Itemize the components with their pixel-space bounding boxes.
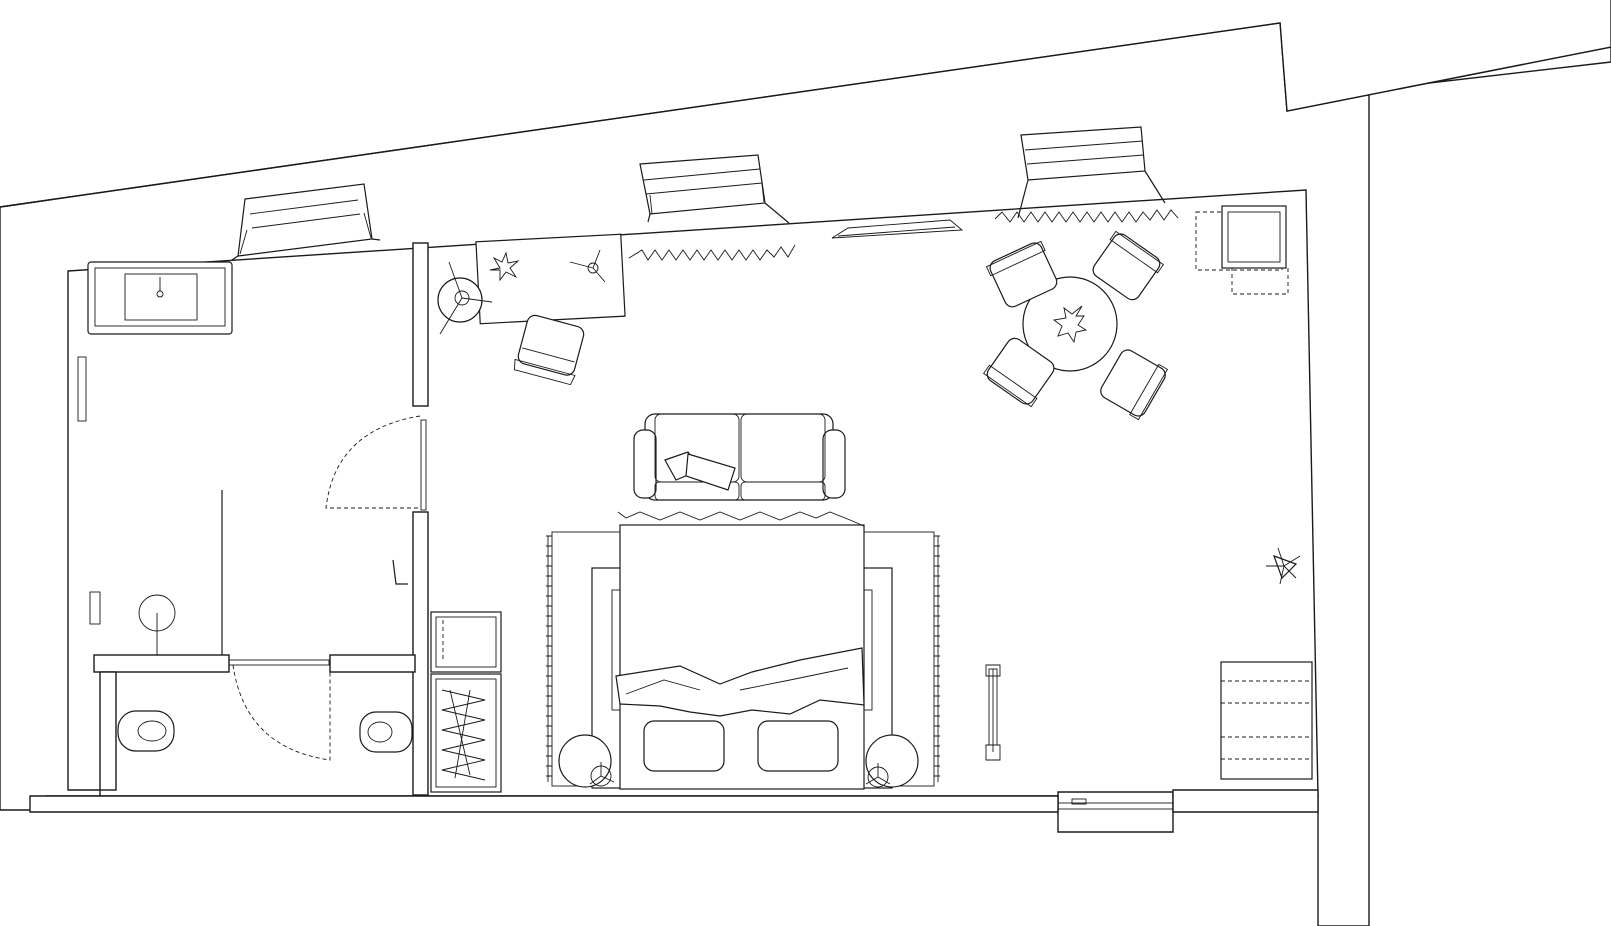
dining-chair <box>985 240 1058 308</box>
partition-walls <box>93 242 429 796</box>
desk-area <box>437 233 626 386</box>
bathroom <box>77 261 413 753</box>
desk-lamp <box>569 249 606 283</box>
bedside-tables <box>558 734 919 788</box>
dining-set <box>982 230 1169 421</box>
side-table <box>1195 205 1289 295</box>
pillow <box>643 720 725 772</box>
wall-shelf <box>831 219 964 239</box>
sink-vanity <box>87 261 233 335</box>
dining-chair <box>982 337 1055 408</box>
bathroom-door <box>228 659 330 666</box>
entry-door-threshold <box>1057 802 1174 810</box>
mirror <box>77 356 87 422</box>
bottom-wall <box>29 789 1319 813</box>
sink-basin <box>124 273 198 321</box>
flower-vase <box>1052 305 1088 344</box>
floor-lamp <box>1266 547 1301 585</box>
towel-rail <box>392 559 408 585</box>
radiators <box>628 209 1179 261</box>
dining-chair <box>1100 349 1169 421</box>
door-swings <box>232 415 421 761</box>
dining-chair <box>1092 230 1165 301</box>
flower-vase <box>489 251 520 282</box>
wardrobe <box>430 611 502 793</box>
dining-table <box>1022 276 1118 372</box>
duvet-fold <box>615 647 865 717</box>
floor-lamp-desk <box>437 261 493 335</box>
pillow <box>757 720 839 772</box>
luggage-rack <box>1220 661 1313 780</box>
double-bed <box>558 511 919 790</box>
cushion <box>685 453 736 491</box>
desk-chair <box>513 314 585 386</box>
sofa <box>633 413 846 501</box>
door-hinge <box>1071 798 1087 805</box>
sliding-door <box>420 419 427 511</box>
windows <box>231 126 1166 261</box>
toilet <box>117 710 175 752</box>
coat-rack <box>985 664 1001 761</box>
bidet <box>359 711 413 753</box>
